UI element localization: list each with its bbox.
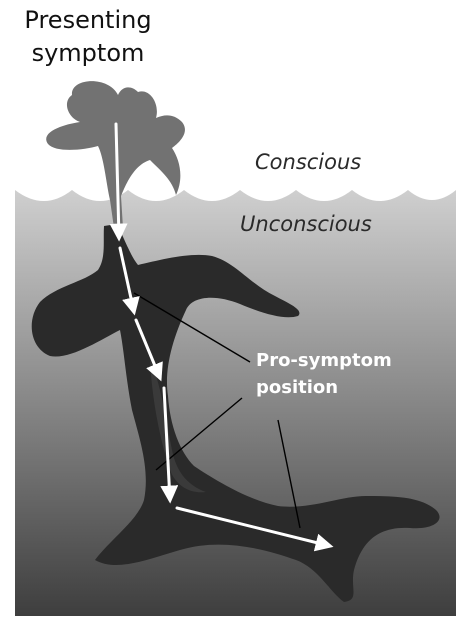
conscious-label: Conscious: [255, 150, 361, 174]
pro-symptom-line-1: Pro-symptom: [256, 350, 392, 371]
presenting-symptom-label: Presenting symptom: [0, 4, 176, 70]
pro-symptom-position-label: Pro-symptom position: [256, 347, 392, 401]
presenting-symptom-line-2: symptom: [32, 39, 145, 67]
presenting-symptom-line-1: Presenting: [24, 6, 151, 34]
pro-symptom-line-2: position: [256, 377, 338, 398]
unconscious-label: Unconscious: [240, 212, 372, 236]
